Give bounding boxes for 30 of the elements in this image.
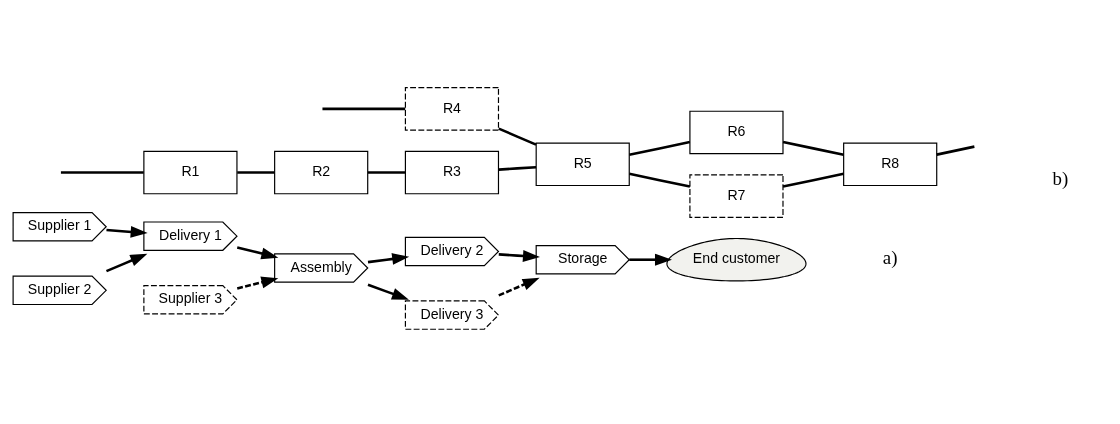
arrow [498,250,540,262]
connector [237,171,275,174]
connector [498,165,537,171]
node-box: R2 [274,150,369,195]
arrow [367,283,409,300]
label: a) [882,247,898,269]
connector [782,172,844,188]
connector [368,171,406,174]
arrow [236,246,279,260]
connector [629,140,691,156]
connector [782,140,844,156]
node-box: R3 [404,150,500,195]
node-box: R8 [843,142,938,187]
node-box: R5 [535,142,630,187]
arrow [629,253,672,266]
node-box: R1 [143,150,238,195]
connector [629,172,691,188]
node-box: R7 [689,174,784,218]
label: b) [1052,168,1069,190]
node-box: R6 [689,110,784,155]
arrow [106,225,148,238]
connector [498,127,537,146]
arrow [105,253,148,273]
arrow [236,276,279,290]
arrow [367,253,410,265]
connector [936,145,975,156]
connector [60,171,144,174]
arrow [498,277,540,297]
node-box: R4 [404,87,500,131]
connector [322,107,406,111]
